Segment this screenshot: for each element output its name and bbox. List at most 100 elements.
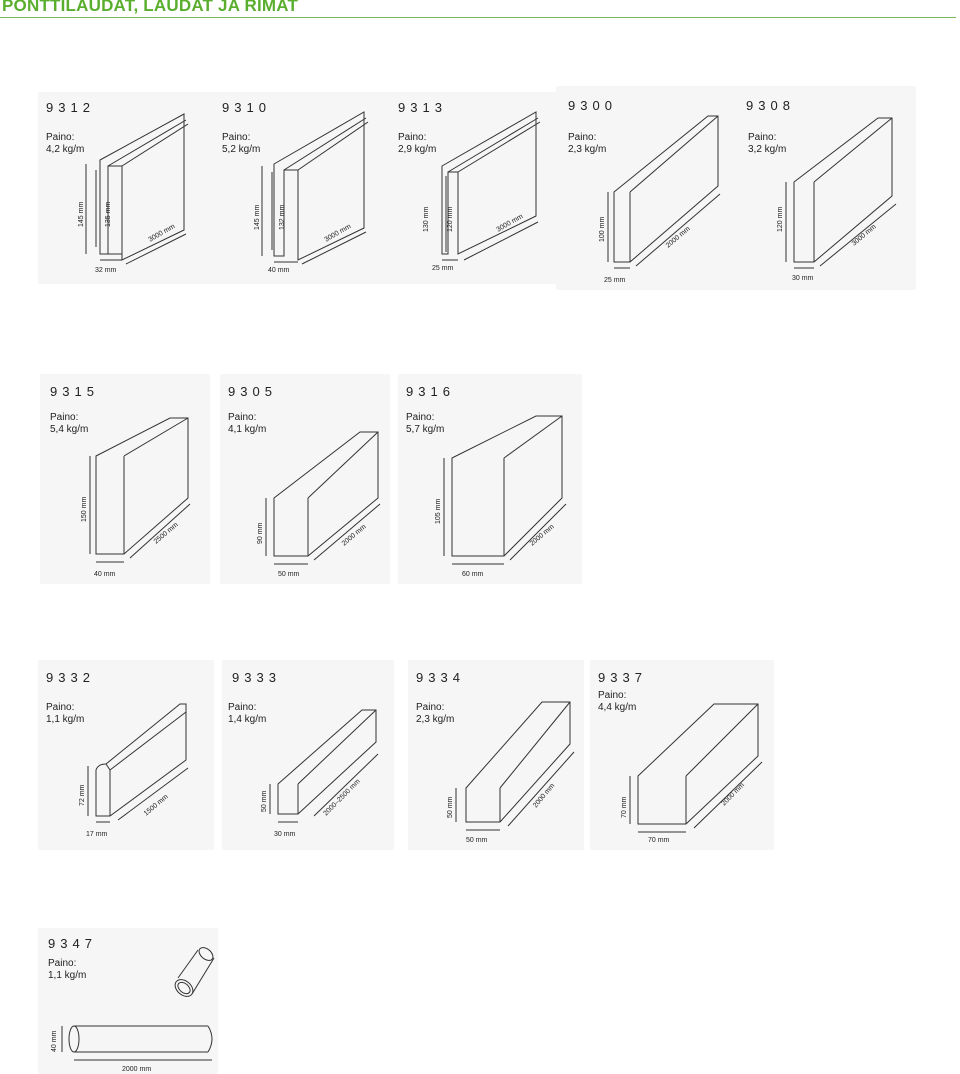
height-label: 70 mm [621, 796, 628, 818]
thickness-label: 40 mm [268, 267, 290, 274]
height-label: 90 mm [257, 522, 264, 544]
height-label: 145 mm [254, 205, 261, 230]
board-drawing: 50 mm 2000 mm 50 mm [447, 701, 575, 844]
height-label: 105 mm [435, 499, 442, 524]
weight-value: 1,1 kg/m [46, 714, 85, 725]
product-code: 9300 [568, 98, 617, 113]
product-code: 9332 [46, 670, 95, 685]
product-card-9310: 9310 Paino: 5,2 kg/m 145 mm 132 mm 3000 … [212, 92, 386, 284]
weight-label: Paino: [222, 132, 251, 143]
thickness-label: 60 mm [462, 571, 484, 578]
product-code: 9337 [598, 670, 647, 685]
page-title: PONTTILAUDAT, LAUDAT JA RIMAT [2, 0, 299, 15]
board-drawing: 100 mm 2000 mm 25 mm [599, 115, 721, 284]
height-label: 50 mm [447, 796, 454, 818]
board-drawing: 150 mm 2500 mm 40 mm [81, 417, 191, 578]
inner-height-label: 120 mm [447, 207, 454, 232]
weight-label: Paino: [228, 412, 257, 423]
product-card-9300: 9300 Paino: 2,3 kg/m 100 mm 2000 mm 25 m… [556, 86, 736, 290]
product-code: 9333 [232, 670, 281, 685]
thickness-label: 25 mm [432, 265, 454, 272]
length-label: 2000 mm [341, 523, 368, 547]
title-divider [0, 17, 956, 18]
product-code: 9308 [746, 98, 795, 113]
product-code: 9312 [46, 100, 95, 115]
thickness-label: 32 mm [95, 267, 117, 274]
product-code: 9347 [48, 936, 97, 951]
length-label: 2000 mm [720, 782, 746, 808]
board-drawing: 70 mm 2000 mm 70 mm [621, 703, 763, 844]
board-drawing: 90 mm 2000 mm 50 mm [257, 431, 381, 578]
board-drawing: 145 mm 135 mm 3000 mm 32 mm [78, 113, 189, 274]
weight-label: Paino: [568, 132, 597, 143]
board-drawing: 145 mm 132 mm 3000 mm 40 mm [254, 111, 369, 274]
board-drawing: 72 mm 1500 mm 17 mm [79, 703, 189, 838]
height-label: 145 mm [78, 202, 85, 227]
thickness-label: 25 mm [604, 277, 626, 284]
product-card-9313: 9313 Paino: 2,9 kg/m 130 mm 120 mm 3000 … [386, 92, 556, 284]
inner-height-label: 132 mm [279, 205, 286, 230]
weight-value: 2,3 kg/m [416, 714, 455, 725]
weight-label: Paino: [748, 132, 777, 143]
length-label: 2000 mm [532, 782, 556, 809]
weight-value: 5,4 kg/m [50, 424, 89, 435]
thickness-label: 17 mm [86, 831, 108, 838]
weight-label: Paino: [406, 412, 435, 423]
weight-label: Paino: [46, 702, 75, 713]
weight-label: Paino: [416, 702, 445, 713]
product-card-9334: 9334 Paino: 2,3 kg/m 50 mm 2000 mm 50 mm [408, 660, 584, 850]
board-drawing: 120 mm 3000 mm 30 mm [777, 117, 897, 282]
thickness-label: 50 mm [466, 837, 488, 844]
product-code: 9334 [416, 670, 465, 685]
weight-label: Paino: [598, 690, 627, 701]
length-label: 2000 mm [122, 1066, 151, 1073]
product-card-9333: 9333 Paino: 1,4 kg/m 50 mm 2000–2500 mm … [222, 660, 394, 850]
weight-value: 1,4 kg/m [228, 714, 267, 725]
weight-value: 4,1 kg/m [228, 424, 267, 435]
weight-value: 1,1 kg/m [48, 970, 87, 981]
dowel-drawing: 40 mm 2000 mm [51, 947, 215, 1073]
weight-label: Paino: [50, 412, 79, 423]
product-code: 9313 [398, 100, 447, 115]
height-label: 50 mm [261, 790, 268, 812]
product-card-9337: 9337 Paino: 4,4 kg/m 70 mm 2000 mm 70 mm [590, 660, 774, 850]
product-card-9312: 9312 Paino: 4,2 kg/m 145 mm 135 mm 3000 … [38, 92, 212, 284]
weight-label: Paino: [48, 958, 77, 969]
product-card-9316: 9316 Paino: 5,7 kg/m 105 mm 2000 mm 60 m… [398, 374, 582, 584]
product-card-9305: 9305 Paino: 4,1 kg/m 90 mm 2000 mm 50 mm [220, 374, 390, 584]
height-label: 120 mm [777, 207, 784, 232]
height-label: 100 mm [599, 217, 606, 242]
weight-value: 4,2 kg/m [46, 144, 85, 155]
weight-label: Paino: [228, 702, 257, 713]
thickness-label: 70 mm [648, 837, 670, 844]
product-code: 9316 [406, 384, 455, 399]
length-label: 1500 mm [143, 793, 170, 817]
thickness-label: 40 mm [94, 571, 116, 578]
weight-value: 5,2 kg/m [222, 144, 261, 155]
length-label: 2000–2500 mm [322, 778, 361, 817]
product-code: 9310 [222, 100, 271, 115]
product-code: 9305 [228, 384, 277, 399]
weight-value: 2,9 kg/m [398, 144, 437, 155]
weight-label: Paino: [398, 132, 427, 143]
height-label: 150 mm [81, 497, 88, 522]
product-card-9332: 9332 Paino: 1,1 kg/m 72 mm 1500 mm 17 mm [38, 660, 214, 850]
product-card-9347: 9347 Paino: 1,1 kg/m 40 mm 2000 mm [38, 928, 218, 1074]
weight-label: Paino: [46, 132, 75, 143]
thickness-label: 30 mm [274, 831, 296, 838]
inner-height-label: 135 mm [105, 202, 112, 227]
product-card-9315: 9315 Paino: 5,4 kg/m 150 mm 2500 mm 40 m… [40, 374, 210, 584]
product-card-9308: 9308 Paino: 3,2 kg/m 120 mm 3000 mm 30 m… [736, 86, 916, 290]
weight-value: 5,7 kg/m [406, 424, 445, 435]
height-label: 130 mm [423, 207, 430, 232]
thickness-label: 30 mm [792, 275, 814, 282]
weight-value: 3,2 kg/m [748, 144, 787, 155]
height-label: 40 mm [51, 1030, 58, 1052]
board-drawing: 105 mm 2000 mm 60 mm [435, 415, 567, 578]
board-drawing: 130 mm 120 mm 3000 mm 25 mm [423, 111, 541, 272]
height-label: 72 mm [79, 784, 86, 806]
product-code: 9315 [50, 384, 99, 399]
weight-value: 2,3 kg/m [568, 144, 607, 155]
board-drawing: 50 mm 2000–2500 mm 30 mm [261, 709, 379, 838]
thickness-label: 50 mm [278, 571, 300, 578]
